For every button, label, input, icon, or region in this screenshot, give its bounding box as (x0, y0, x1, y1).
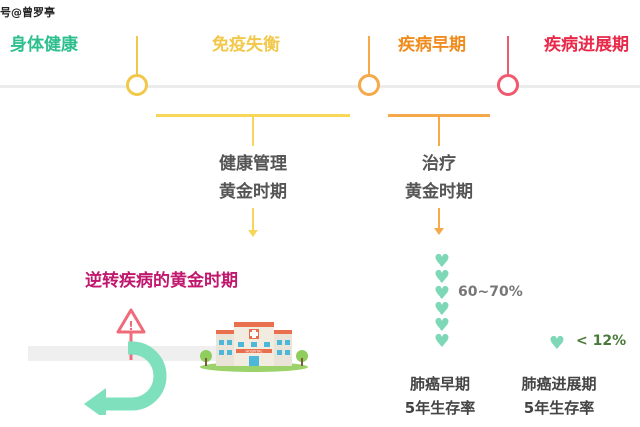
timeline-tick-2 (368, 36, 370, 76)
heart-icon: ♥ (548, 333, 566, 354)
timeline (0, 85, 640, 88)
stage-healthy: 身体健康 (10, 35, 78, 55)
management-stem (252, 116, 254, 146)
treatment-line2: 黄金时期 (405, 182, 473, 202)
treatment-line1: 治疗 (422, 154, 456, 174)
heart-icon: ♥ (433, 299, 451, 320)
u-turn-arrow-icon: ! (84, 308, 167, 415)
treatment-bracket (388, 114, 490, 117)
heart-icon: ♥ (433, 331, 451, 352)
management-arrow-head (248, 230, 258, 237)
early-survival-value: 60~70% (458, 284, 523, 300)
timeline-tick-3 (507, 36, 509, 76)
timeline-node-1 (126, 74, 148, 96)
timeline-tick-1 (136, 36, 138, 76)
late-survival-line2: 5年生存率 (523, 399, 595, 417)
early-survival-hearts: ♥ ♥ ♥ ♥ ♥ ♥ (432, 251, 452, 352)
late-survival-label: 肺癌进展期 5年生存率 (503, 372, 615, 420)
hospital-icon: HOSPITAL (200, 322, 308, 372)
late-survival-line1: 肺癌进展期 (521, 375, 597, 393)
early-survival-line1: 肺癌早期 (409, 375, 470, 393)
management-line1: 健康管理 (219, 154, 287, 174)
heart-icon: ♥ (433, 283, 451, 304)
management-line2: 黄金时期 (219, 182, 287, 202)
early-survival-label: 肺癌早期 5年生存率 (388, 372, 492, 420)
management-bracket (156, 114, 350, 117)
timeline-node-2 (358, 74, 380, 96)
heart-icon: ♥ (433, 251, 451, 272)
reverse-period-title: 逆转疾病的黄金时期 (85, 271, 238, 291)
treatment-stem (438, 116, 440, 146)
treatment-arrow-line (438, 208, 440, 228)
svg-text:!: ! (128, 319, 133, 333)
stage-immune-imbalance: 免疫失衡 (212, 35, 280, 55)
heart-icon: ♥ (433, 267, 451, 288)
early-survival-line2: 5年生存率 (404, 399, 476, 417)
management-arrow-line (252, 208, 254, 230)
timeline-node-3 (497, 74, 519, 96)
late-survival-value: < 12% (576, 333, 627, 349)
heart-icon: ♥ (433, 315, 451, 336)
hospital-sign: HOSPITAL (246, 350, 263, 354)
stage-early-disease: 疾病早期 (398, 35, 466, 55)
management-label: 健康管理 黄金时期 (200, 150, 306, 206)
treatment-label: 治疗 黄金时期 (386, 150, 492, 206)
watermark: 号@曾罗亭 (0, 6, 55, 19)
stage-advanced-disease: 疾病进展期 (544, 35, 629, 55)
treatment-arrow-head (434, 228, 444, 235)
